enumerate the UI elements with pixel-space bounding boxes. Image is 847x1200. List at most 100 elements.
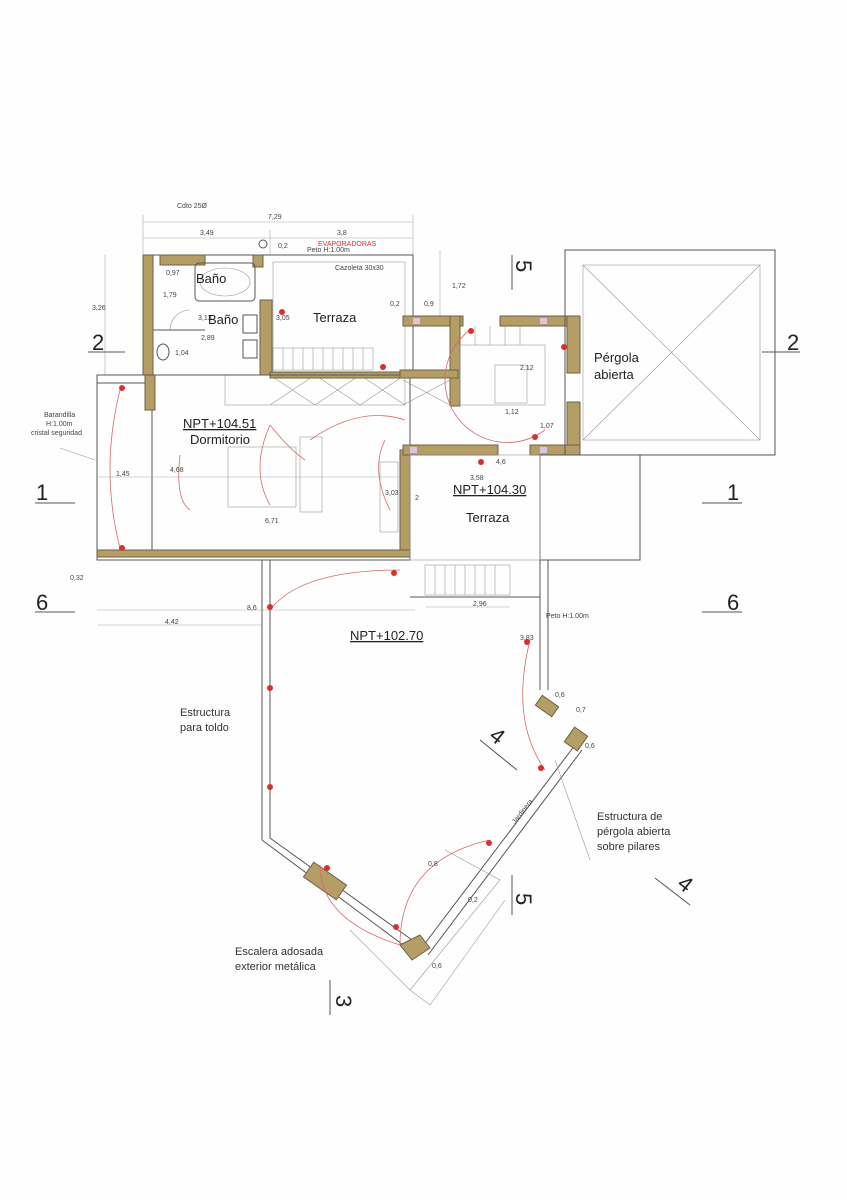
dimension-label: 0,2 xyxy=(468,897,478,904)
annotation-escalera: exterior metálica xyxy=(235,961,317,973)
annotation-pergola: pérgola abierta xyxy=(597,826,671,838)
stair xyxy=(459,344,546,406)
section-marker-4: 4 xyxy=(485,722,510,749)
light-point xyxy=(538,765,544,771)
dimension-label: 1,79 xyxy=(163,292,177,299)
pillar xyxy=(534,694,560,718)
light-point xyxy=(267,604,273,610)
light-point xyxy=(561,344,567,350)
light-point xyxy=(391,570,397,576)
dimension-label: 4,6 xyxy=(496,459,506,466)
annotation-pergola: sobre pilares xyxy=(597,841,660,853)
parapet-label: Peto H:1.00m xyxy=(307,247,350,254)
pillar xyxy=(302,861,348,901)
pillar xyxy=(563,726,589,752)
dimension-label: 3,58 xyxy=(470,475,484,482)
light-point xyxy=(119,385,125,391)
dimension-label: 1,45 xyxy=(116,471,130,478)
top-dimensions xyxy=(104,215,441,375)
dimension-label: 0,6 xyxy=(585,743,595,750)
parapet-label: Peto H:1.00m xyxy=(546,613,589,620)
wall xyxy=(399,449,411,551)
dimension-label: 3,05 xyxy=(276,315,290,322)
light-point xyxy=(267,784,273,790)
section-marker-4: 4 xyxy=(673,870,698,897)
section-markers xyxy=(35,255,800,1015)
light-point xyxy=(324,865,330,871)
section-marker-2: 2 xyxy=(787,330,799,355)
dimension-label: 0,7 xyxy=(576,707,586,714)
storage-units xyxy=(224,371,406,406)
light-point xyxy=(393,924,399,930)
dimension-label: 2,96 xyxy=(473,601,487,608)
light-point xyxy=(478,459,484,465)
light-point xyxy=(468,328,474,334)
dimension-label: 0,2 xyxy=(390,301,400,308)
pillar xyxy=(399,934,431,961)
annotation-barandilla: H:1.00m xyxy=(46,421,73,428)
annotation-toldo: Estructura xyxy=(180,707,231,719)
section-marker-3: 3 xyxy=(331,995,356,1007)
dimension-label: 4,42 xyxy=(165,619,179,626)
annotation-pergola: Estructura de xyxy=(597,811,662,823)
planter-label: Jardinera xyxy=(511,798,535,825)
dimension-label: 3,13 xyxy=(198,315,212,322)
downpipe xyxy=(258,239,268,249)
wall xyxy=(96,549,411,558)
level-label: NPT+104.30 xyxy=(453,482,526,497)
wall xyxy=(402,444,499,456)
evaporators-label: EVAPORADORAS xyxy=(318,241,377,248)
annotation-toldo: para toldo xyxy=(180,722,229,734)
annotation-escalera: Escalera adosada xyxy=(235,946,324,958)
room-label-bano: Baño xyxy=(208,312,238,327)
section-marker-6: 6 xyxy=(36,590,48,615)
room-label-terraza: Terraza xyxy=(466,510,510,525)
room-label-bano: Baño xyxy=(196,271,226,286)
dimension-label: 2,89 xyxy=(201,335,215,342)
annotation-barandilla: cristal seguridad xyxy=(31,430,82,437)
bathtub xyxy=(194,262,256,302)
dimension-label: 1,72 xyxy=(452,283,466,290)
wardrobe xyxy=(379,461,399,533)
room-label-terraza: Terraza xyxy=(313,310,357,325)
wall xyxy=(252,254,264,268)
room-label-pergola: Pérgola xyxy=(594,350,640,365)
wall xyxy=(402,315,464,327)
light-point xyxy=(279,309,285,315)
dimension-label: 3,8 xyxy=(337,230,347,237)
dimension-label: 1,04 xyxy=(175,350,189,357)
light-point xyxy=(486,840,492,846)
terrace-railing xyxy=(272,347,374,371)
dimension-label: 0,97 xyxy=(166,270,180,277)
electrical-points xyxy=(119,309,567,930)
dimension-label: 0,8 xyxy=(428,861,438,868)
section-marker-5: 5 xyxy=(511,260,536,272)
dimension-label: 0,2 xyxy=(278,243,288,250)
wall xyxy=(449,315,461,407)
dimension-label: 3,49 xyxy=(200,230,214,237)
sink xyxy=(242,314,258,334)
dimension-label: 0,9 xyxy=(424,301,434,308)
wall xyxy=(399,369,459,379)
dimension-label: 2,12 xyxy=(520,365,534,372)
dimension-label: 0,6 xyxy=(432,963,442,970)
dimension-label: 3,83 xyxy=(520,635,534,642)
dimension-label: 1,12 xyxy=(505,409,519,416)
dimension-label: 7,29 xyxy=(268,214,282,221)
sink xyxy=(242,339,258,359)
section-marker-2: 2 xyxy=(92,330,104,355)
section-marker-6: 6 xyxy=(727,590,739,615)
wall xyxy=(142,254,154,376)
lower-terrace xyxy=(97,454,541,626)
room-label-pergola: abierta xyxy=(594,367,635,382)
section-marker-5: 5 xyxy=(511,893,536,905)
dimension-label: 6,71 xyxy=(265,518,279,525)
room-label-dormitorio: Dormitorio xyxy=(190,432,250,447)
level-label: NPT+104.51 xyxy=(183,416,256,431)
wall xyxy=(529,444,581,456)
toilet xyxy=(156,343,170,361)
wall xyxy=(144,374,156,411)
dimension-label: 0,6 xyxy=(555,692,565,699)
